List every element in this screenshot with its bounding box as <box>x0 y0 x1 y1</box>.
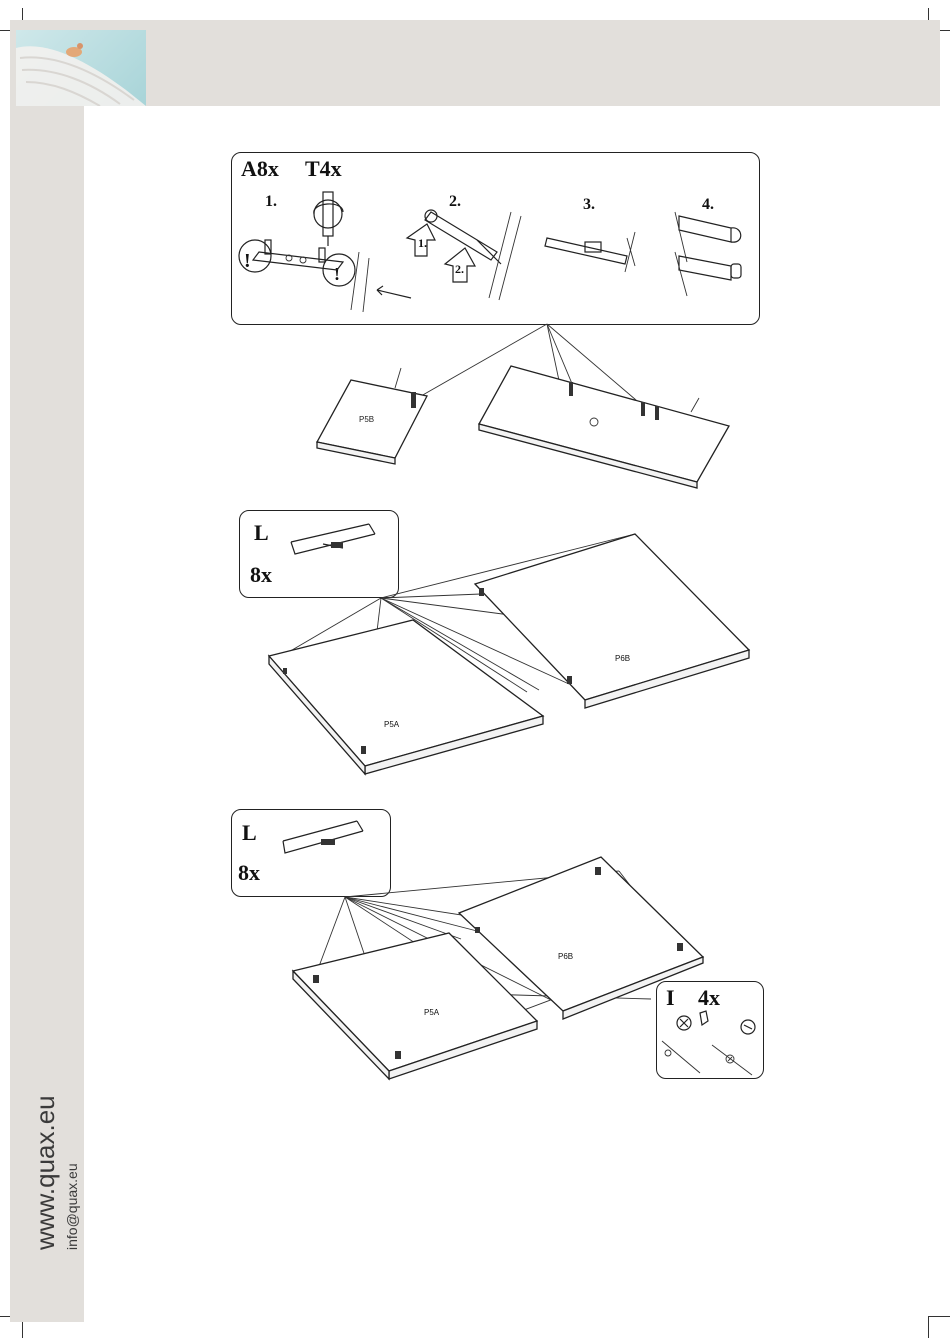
panel-p5a <box>269 620 543 774</box>
step3-illustration <box>231 809 711 1089</box>
mounting-plate-icon <box>239 240 355 286</box>
step1-illustration: P5B <box>231 152 758 512</box>
email-link[interactable]: info@quax.eu <box>64 1163 80 1250</box>
cam-bolt-icon <box>425 210 521 300</box>
panel-p6b-label: P6B <box>615 654 630 663</box>
panel-p5a <box>293 933 537 1079</box>
bolt-tube-icon <box>675 212 741 296</box>
crop-mark <box>928 1316 929 1338</box>
cam-lock-icon <box>283 821 363 853</box>
panel-p5b-label: P5B <box>359 415 374 424</box>
header-band <box>10 20 940 106</box>
panel-long <box>395 366 729 488</box>
panel-p5a-label: P5A <box>384 720 399 729</box>
website-link[interactable]: www.quax.eu <box>30 1095 61 1250</box>
cam-detail-illustration <box>656 981 762 1077</box>
screwdriver-icon <box>314 192 343 246</box>
contact-info: www.quax.eu info@quax.eu <box>22 1080 82 1260</box>
step2-illustration <box>239 510 759 780</box>
panel-p6b <box>475 534 749 708</box>
cam-lock-icon <box>291 524 375 554</box>
panel-p6b-label-step3: P6B <box>558 952 573 961</box>
panel-p5a-label-step3: P5A <box>424 1008 439 1017</box>
cam-nut-icon <box>677 1011 755 1034</box>
crop-mark <box>928 1316 950 1317</box>
brand-logo-image <box>16 30 146 106</box>
dowel-connector-icon <box>545 232 635 272</box>
